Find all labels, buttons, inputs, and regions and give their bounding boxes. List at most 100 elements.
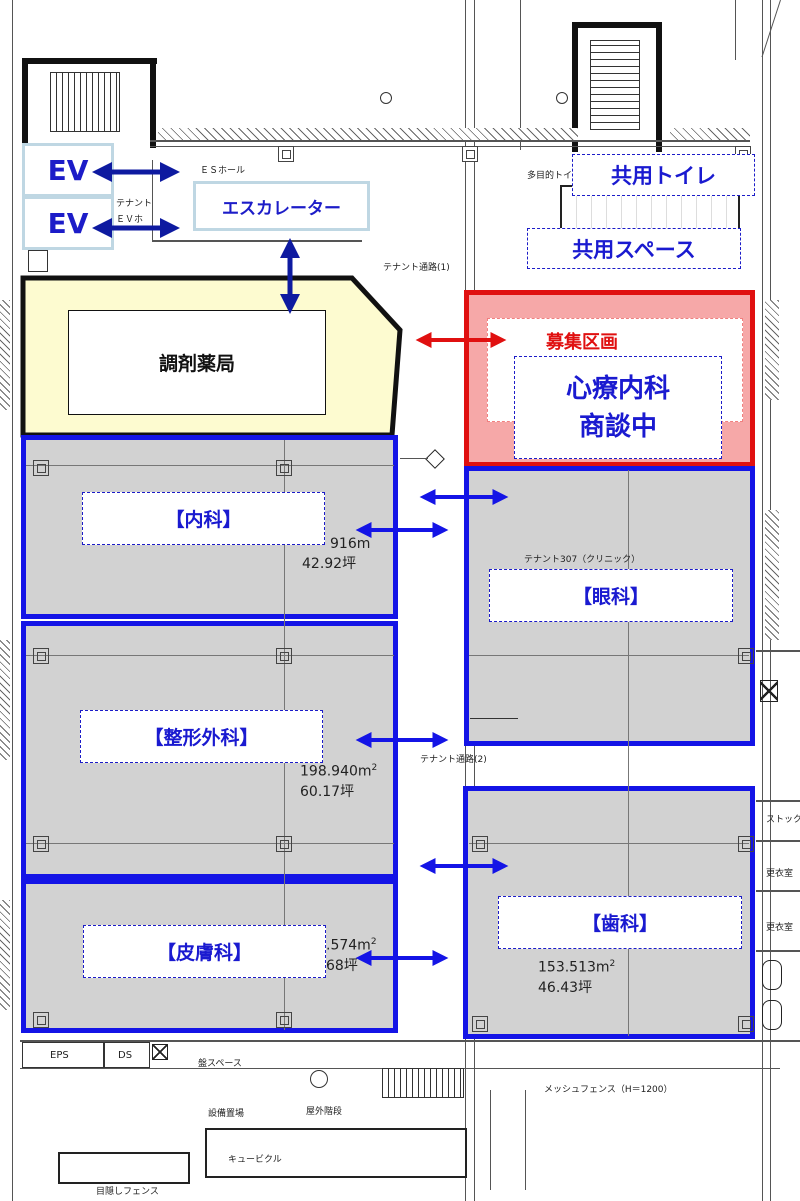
equipment-box: [58, 1152, 190, 1184]
stair-wall: [22, 58, 28, 148]
panel-box: [152, 1044, 168, 1060]
column: [738, 836, 754, 852]
escalator-frame: [152, 160, 153, 242]
fixture-circle: [310, 1070, 328, 1088]
dermatology-area: .574m2 68坪: [326, 937, 377, 974]
stair-wall: [150, 58, 156, 148]
multipurpose-toilet-text: 多目的トイレ: [527, 171, 582, 181]
wall-hatch: [0, 900, 10, 1010]
room-wall: [756, 650, 800, 652]
tenant-text: テナント: [116, 199, 153, 209]
grid-line: [26, 843, 394, 844]
column: [738, 648, 754, 664]
escalator-box: エスカレーター: [193, 181, 370, 231]
escalator-frame: [152, 240, 362, 242]
pharmacy-label: 調剤薬局: [158, 353, 235, 375]
column: [33, 460, 49, 476]
column: [472, 1016, 488, 1032]
dermatology-label-box: 【皮膚科】: [83, 925, 326, 978]
column: [462, 146, 478, 162]
eps-text: EPS: [50, 1050, 69, 1061]
eps-room: [22, 1042, 104, 1068]
room-divider: [470, 718, 518, 719]
dermatology-label: 【皮膚科】: [156, 942, 252, 964]
wall-hatch: [0, 300, 10, 410]
room-wall: [756, 800, 800, 802]
grid-line: [26, 465, 394, 466]
stair-wall: [22, 58, 157, 64]
panel-space-text: 盤スペース: [198, 1059, 242, 1069]
escalator-label: エスカレーター: [222, 198, 341, 219]
room-wall: [756, 890, 800, 892]
column: [738, 1016, 754, 1032]
wall-hatch: [0, 640, 10, 760]
tenant-corridor-1-text: テナント通路(1): [383, 263, 450, 273]
column: [276, 648, 292, 664]
dental-area: 153.513m2 46.43坪: [538, 959, 616, 996]
orthopedics-label: 【整形外科】: [144, 727, 259, 749]
fixture-circle: [556, 92, 568, 104]
es-hall-text: ＥＳホール: [200, 166, 246, 176]
psychosomatic-box: 心療内科 商談中: [514, 356, 722, 459]
bottom-wall: [20, 1040, 780, 1042]
internal-label: 【内科】: [165, 509, 242, 531]
grid-line: [762, 0, 763, 1201]
ophthalmology-label-box: 【眼科】: [489, 569, 733, 622]
tenant-307-text: テナント307（クリニック）: [524, 555, 641, 565]
internal-area: 916m 42.92坪: [302, 536, 371, 572]
fence-text: 目隠しフェンス: [96, 1187, 159, 1197]
wall-hatch: [670, 128, 750, 140]
corridor-line: [400, 458, 428, 459]
column: [276, 836, 292, 852]
elevator-1: EV: [22, 143, 114, 197]
psychosomatic-label: 心療内科: [565, 373, 670, 404]
common-space-box: 共用スペース: [527, 228, 741, 269]
outdoor-stairs: [382, 1068, 464, 1098]
wall-hatch: [765, 510, 779, 640]
fixture: [762, 1000, 782, 1030]
stairs: [50, 72, 120, 132]
common-space-label: 共用スペース: [572, 237, 696, 262]
mesh-fence-text: メッシュフェンス（H＝1200）: [544, 1085, 673, 1095]
dental-label-box: 【歯科】: [498, 896, 742, 949]
top-wall: [150, 146, 750, 147]
grid-line: [628, 470, 629, 1036]
column: [33, 836, 49, 852]
panel-box: [760, 680, 778, 702]
recruit-label: 募集区画: [546, 332, 618, 353]
cubicle-text: キュービクル: [228, 1155, 282, 1165]
stair-wall: [656, 22, 662, 152]
column: [276, 1012, 292, 1028]
orthopedics-area: 198.940m2 60.17坪: [300, 763, 378, 800]
grid-line: [469, 655, 749, 656]
column: [276, 460, 292, 476]
column: [33, 648, 49, 664]
wall-hatch: [765, 300, 779, 400]
grid-line: [520, 0, 521, 150]
stairs: [590, 40, 640, 130]
ev-bottom-label: EV: [47, 206, 89, 240]
locker-text-1: 更衣室: [766, 869, 794, 879]
stair-wall: [572, 22, 662, 28]
tenant-corridor-2-text: テナント通路(2): [420, 755, 487, 765]
locker-text-2: 更衣室: [766, 923, 794, 933]
room-wall: [756, 950, 800, 952]
ev-top-label: EV: [47, 153, 89, 187]
fence-line: [525, 1090, 526, 1190]
stock-text: ストック: [766, 815, 800, 825]
ophthalmology-label: 【眼科】: [572, 586, 649, 608]
column: [278, 146, 294, 162]
fixture: [762, 960, 782, 990]
cubicle: [205, 1128, 467, 1178]
grid-line: [735, 0, 736, 60]
stair-wall: [572, 22, 578, 152]
outdoor-stairs-text: 屋外階段: [306, 1107, 343, 1117]
room-wall: [756, 840, 800, 842]
negotiating-label: 商談中: [578, 411, 657, 442]
orthopedics-label-box: 【整形外科】: [80, 710, 323, 763]
common-toilet-box: 共用トイレ: [572, 154, 755, 196]
grid-line: [469, 843, 749, 844]
common-toilet-label: 共用トイレ: [611, 164, 716, 188]
top-wall: [150, 140, 750, 142]
equipment-text: 設備置場: [208, 1109, 245, 1119]
